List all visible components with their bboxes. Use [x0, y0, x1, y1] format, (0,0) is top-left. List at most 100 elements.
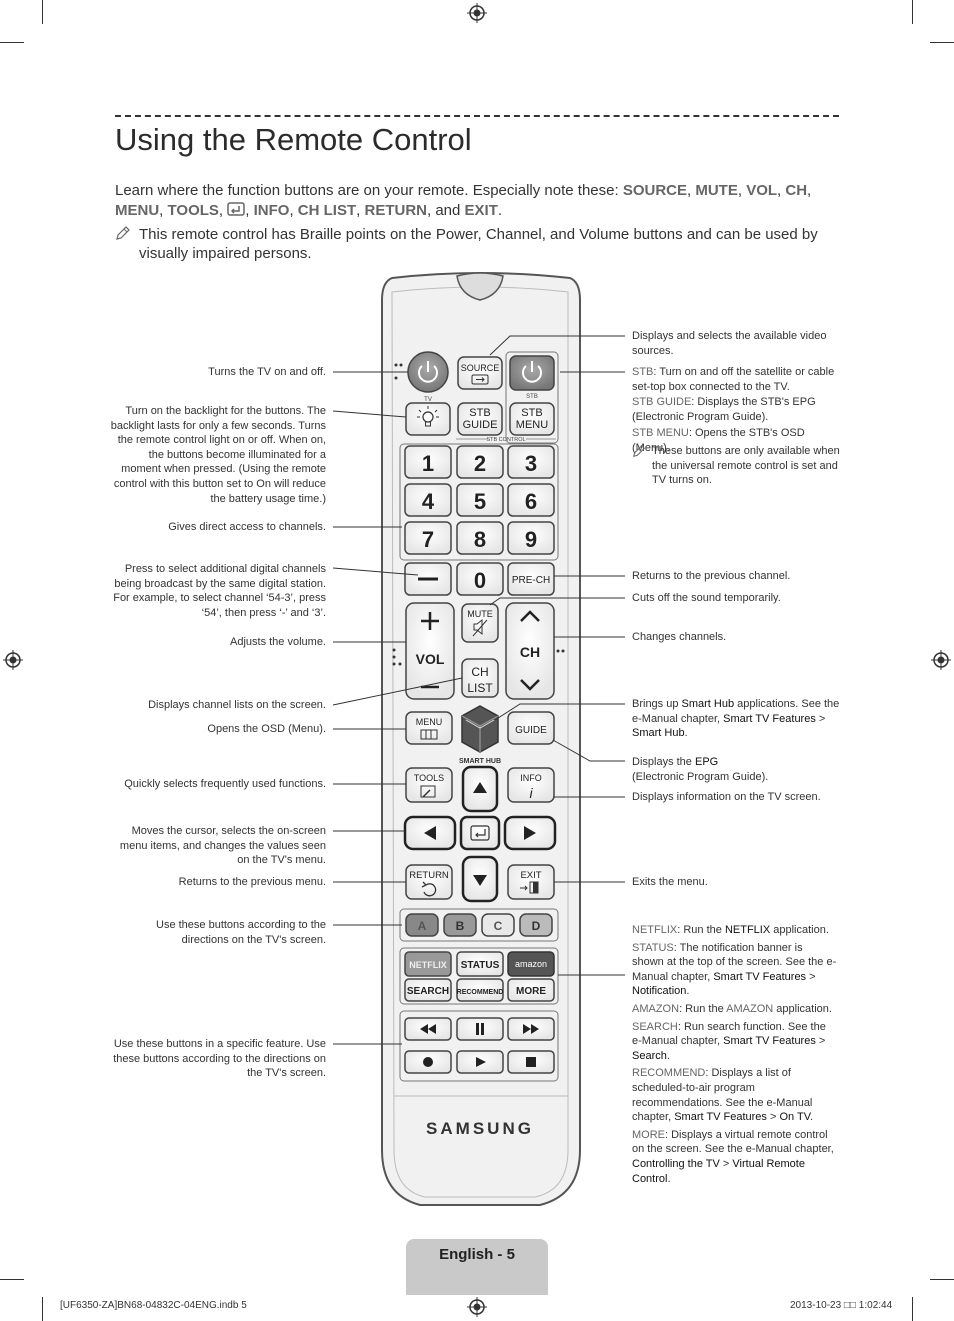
menu-button[interactable]: MENU [405, 711, 453, 745]
digit-button[interactable]: 8 [456, 521, 504, 555]
stb-guide-button[interactable]: STB GUIDE [457, 402, 503, 436]
svg-text:LIST: LIST [467, 681, 493, 695]
svg-text:5: 5 [474, 489, 486, 514]
smart-apps-description: NETFLIX: Run the NETFLIX application. ST… [632, 923, 837, 1186]
dash-button[interactable] [404, 562, 452, 596]
svg-text:RETURN: RETURN [409, 870, 449, 881]
color-button-c[interactable]: C [481, 913, 515, 937]
smart-hub-label: SMART HUB [459, 758, 501, 765]
stb-note: These buttons are only available when th… [632, 444, 842, 488]
registration-mark-icon [467, 1297, 487, 1317]
right-arrow-button[interactable] [503, 815, 557, 851]
digit-button[interactable]: 1 [404, 445, 452, 479]
guide-description: Displays the EPG(Electronic Program Guid… [632, 756, 769, 783]
info-description: Displays information on the TV screen. [632, 791, 821, 803]
ch-list-button[interactable]: CH LIST [461, 658, 499, 698]
page-title: Using the Remote Control [115, 122, 472, 157]
stb-power-button[interactable] [509, 355, 555, 391]
color-button-d[interactable]: D [519, 913, 553, 937]
tools-button[interactable]: TOOLS [405, 767, 453, 803]
guide-button[interactable]: GUIDE [507, 711, 555, 745]
amazon-description: AMAZON: Run the AMAZON application. [632, 1002, 832, 1015]
power-button[interactable] [407, 351, 449, 393]
enter-key-icon [227, 202, 246, 216]
status-description: STATUS: The notification banner is shown… [632, 941, 837, 998]
crop-mark [0, 42, 24, 43]
pause-button[interactable] [456, 1017, 504, 1041]
up-arrow-button[interactable] [461, 765, 499, 813]
svg-text:0: 0 [474, 568, 486, 593]
svg-text:MENU: MENU [416, 717, 443, 727]
svg-text:STB: STB [521, 407, 542, 419]
stb-description: STB: Turn on and off the satellite or ca… [632, 366, 835, 393]
source-description: Displays and selects the available video… [632, 330, 827, 357]
return-button[interactable]: RETURN [405, 864, 453, 900]
fast-forward-button[interactable] [507, 1017, 555, 1041]
dash-description: Press to select additional digital chann… [113, 563, 326, 619]
svg-text:CH: CH [520, 644, 540, 660]
svg-text:STATUS: STATUS [461, 960, 500, 971]
crop-mark [930, 1279, 954, 1280]
more-button[interactable]: MORE [507, 978, 555, 1002]
abcd-description: Use these buttons according to the direc… [156, 919, 326, 946]
stb-label: STB [526, 394, 538, 400]
enter-button[interactable] [459, 815, 501, 851]
svg-text:MUTE: MUTE [467, 609, 493, 619]
exit-button[interactable]: EXIT [507, 864, 555, 900]
exit-description: Exits the menu. [632, 876, 708, 888]
info-button[interactable]: INFO i [507, 767, 555, 803]
down-arrow-button[interactable] [461, 855, 499, 903]
svg-text:3: 3 [525, 451, 537, 476]
color-button-b[interactable]: B [443, 913, 477, 937]
mute-button[interactable]: MUTE [461, 603, 499, 643]
netflix-button[interactable]: NETFLIX [404, 951, 452, 977]
braille-note: This remote control has Braille points o… [115, 225, 840, 263]
channel-rocker[interactable]: CH [505, 602, 555, 700]
svg-text:GUIDE: GUIDE [515, 725, 547, 736]
backlight-button[interactable] [405, 402, 451, 436]
more-description: MORE: Displays a virtual remote control … [632, 1128, 834, 1185]
digit-zero-button[interactable]: 0 [456, 562, 504, 596]
svg-text:RECOMMEND: RECOMMEND [457, 989, 504, 996]
stb-menu-button[interactable]: STB MENU [509, 402, 555, 436]
menu-description: Opens the OSD (Menu). [207, 723, 326, 735]
digit-button[interactable]: 9 [507, 521, 555, 555]
svg-text:MENU: MENU [516, 419, 548, 431]
source-button[interactable]: SOURCE [457, 356, 503, 390]
registration-mark-icon [3, 650, 23, 670]
smart-hub-button[interactable] [461, 705, 499, 753]
status-button[interactable]: STATUS [456, 951, 504, 977]
ir-emitter [456, 272, 504, 301]
volume-description: Adjusts the volume. [230, 636, 326, 648]
digit-button[interactable]: 7 [404, 521, 452, 555]
digit-button[interactable]: 5 [456, 483, 504, 517]
recommend-description: RECOMMEND: Displays a list of scheduled-… [632, 1067, 814, 1124]
digit-button[interactable]: 4 [404, 483, 452, 517]
backlight-description: Turn on the backlight for the buttons. T… [110, 405, 326, 505]
rewind-button[interactable] [404, 1017, 452, 1041]
crop-mark [930, 42, 954, 43]
volume-rocker[interactable]: VOL [405, 602, 455, 700]
svg-text:INFO: INFO [520, 773, 542, 783]
stb-control-label: STB CONTROL [486, 437, 525, 443]
search-button[interactable]: SEARCH [404, 978, 452, 1002]
amazon-button[interactable]: amazon [507, 951, 555, 977]
digit-button[interactable]: 3 [507, 445, 555, 479]
recommend-button[interactable]: RECOMMEND [456, 978, 504, 1002]
digit-button[interactable]: 2 [456, 445, 504, 479]
record-button[interactable] [404, 1050, 452, 1074]
section-rule [115, 115, 839, 117]
netflix-description: NETFLIX: Run the NETFLIX application. [632, 924, 829, 936]
direction-pad [403, 765, 557, 903]
digit-button[interactable]: 6 [507, 483, 555, 517]
left-arrow-button[interactable] [403, 815, 457, 851]
search-description: SEARCH: Run search function. See the e-M… [632, 1020, 826, 1062]
play-button[interactable] [456, 1050, 504, 1074]
registration-mark-icon [931, 650, 951, 670]
pre-ch-button[interactable]: PRE-CH [507, 562, 555, 596]
color-button-a[interactable]: A [405, 913, 439, 937]
ch-list-description: Displays channel lists on the screen. [148, 699, 326, 711]
stop-button[interactable] [507, 1050, 555, 1074]
svg-text:7: 7 [422, 527, 434, 552]
footer-timestamp: 2013-10-23 □□ 1:02:44 [790, 1300, 893, 1311]
